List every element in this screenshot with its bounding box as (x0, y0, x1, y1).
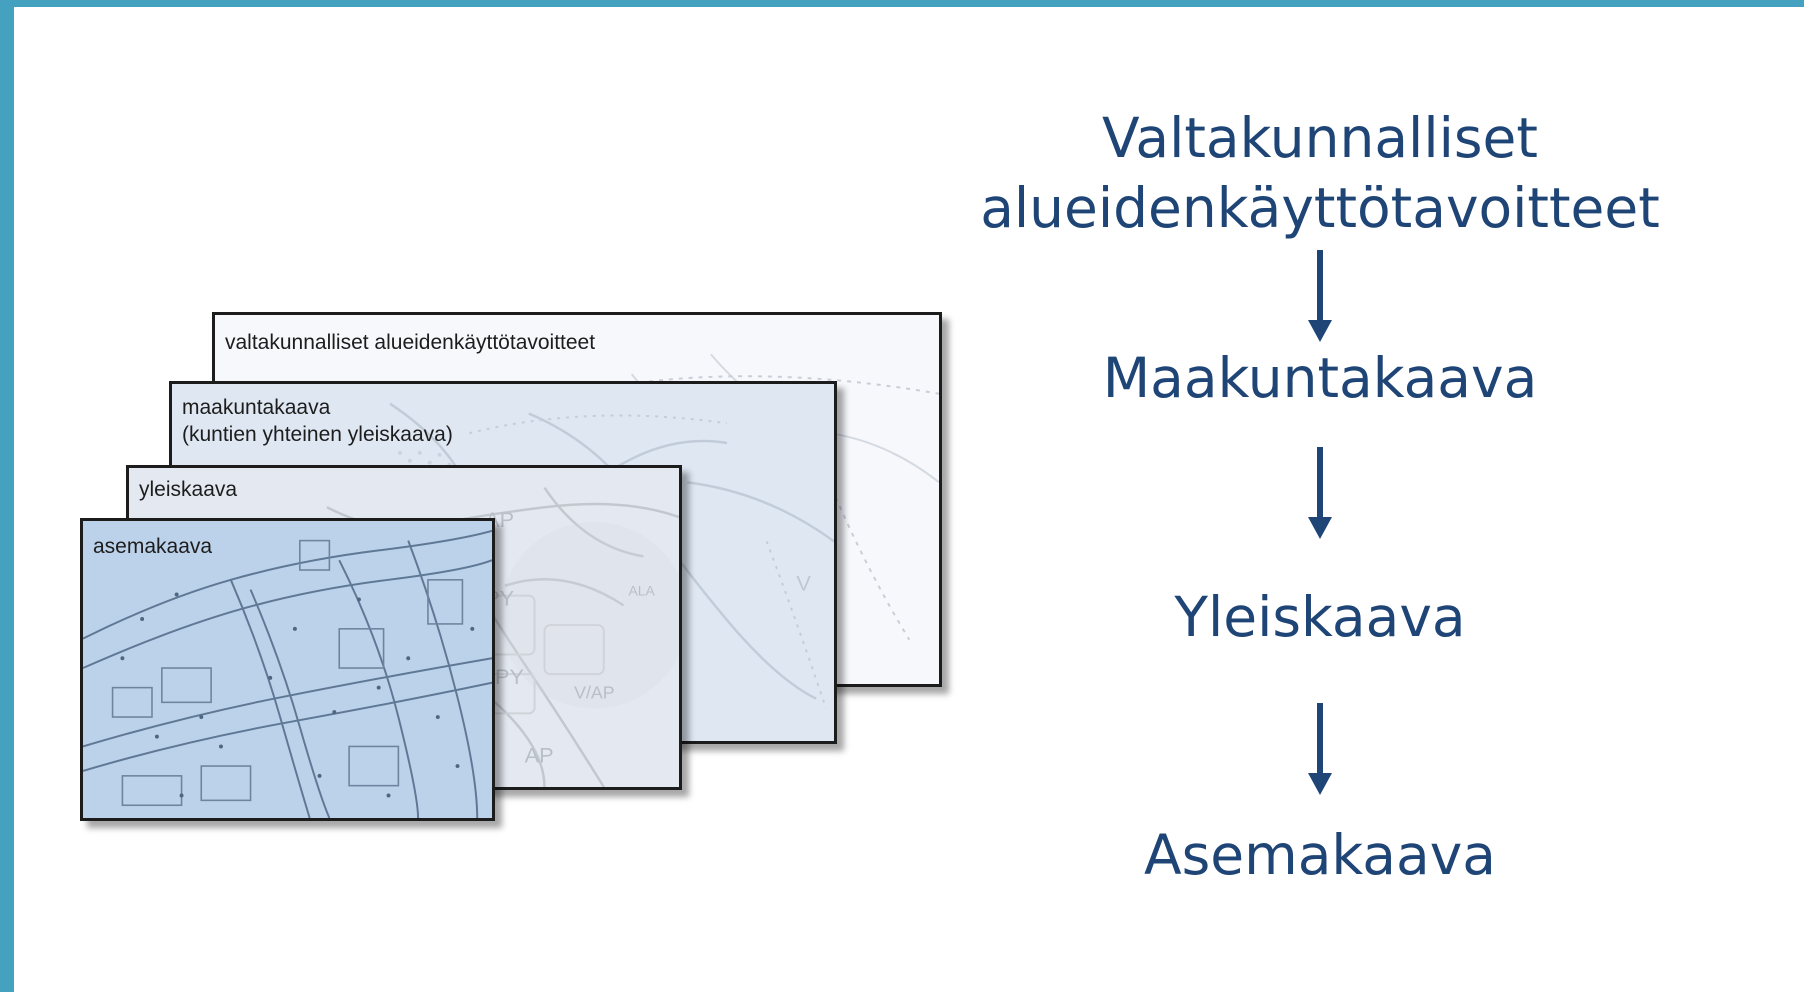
layer-stack: valtakunnalliset alueidenkäyttötavoittee… (0, 0, 960, 860)
hierarchy-level-national-line1: Valtakunnalliset (1102, 106, 1538, 170)
planning-hierarchy: Valtakunnalliset alueidenkäyttötavoittee… (950, 0, 1690, 992)
layer-label-regional-main: maakuntakaava (182, 396, 331, 419)
arrow-down-icon (950, 447, 1690, 539)
general-map-art: AP PY PY AP ALA V/AP (326, 486, 679, 787)
layer-label-national: valtakunnalliset alueidenkäyttötavoittee… (225, 331, 596, 354)
layer-detailed-plan: asemakaava (80, 518, 495, 821)
hierarchy-level-general: Yleiskaava (1174, 585, 1466, 649)
map-mark-ala: ALA (629, 584, 656, 599)
hierarchy-level-detailed: Asemakaava (1144, 823, 1496, 887)
layer-label-regional: maakuntakaava (kuntien yhteinen yleiskaa… (182, 394, 453, 449)
map-mark-v: V (796, 571, 811, 596)
arrow-down-icon (950, 250, 1690, 342)
layer-label-general: yleiskaava (139, 478, 238, 501)
hierarchy-level-national-line2: alueidenkäyttötavoitteet (980, 176, 1660, 240)
map-mark-va: V/AP (574, 683, 615, 703)
map-mark-py-2: PY (495, 664, 524, 689)
hierarchy-level-national: Valtakunnalliset alueidenkäyttötavoittee… (950, 103, 1690, 243)
layer-label-detailed: asemakaava (93, 535, 213, 558)
map-mark-ap-2: AP (525, 743, 554, 768)
layer-label-regional-sub: (kuntien yhteinen yleiskaava) (182, 423, 453, 447)
arrow-down-icon (950, 703, 1690, 795)
detailed-map-art (83, 529, 492, 818)
hierarchy-level-regional: Maakuntakaava (1102, 346, 1538, 410)
